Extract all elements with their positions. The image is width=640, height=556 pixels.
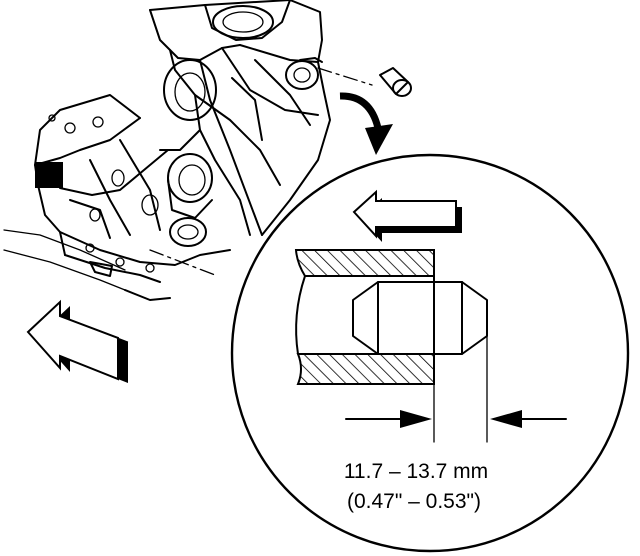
hatched-bore-section bbox=[294, 249, 488, 385]
plug-part bbox=[379, 67, 412, 97]
direction-arrow-top bbox=[352, 189, 462, 242]
direction-arrow-left bbox=[26, 299, 129, 383]
dimension-metric-label: 11.7 – 13.7 mm bbox=[344, 460, 488, 483]
curved-pointer-arrow bbox=[339, 92, 393, 155]
dimension-imperial-label: (0.47" – 0.53") bbox=[347, 490, 481, 513]
dimension-arrows bbox=[345, 335, 567, 443]
detail-callout: 11.7 – 13.7 mm (0.47" – 0.53") bbox=[230, 153, 630, 553]
engine-block-illustration bbox=[3, 0, 412, 301]
